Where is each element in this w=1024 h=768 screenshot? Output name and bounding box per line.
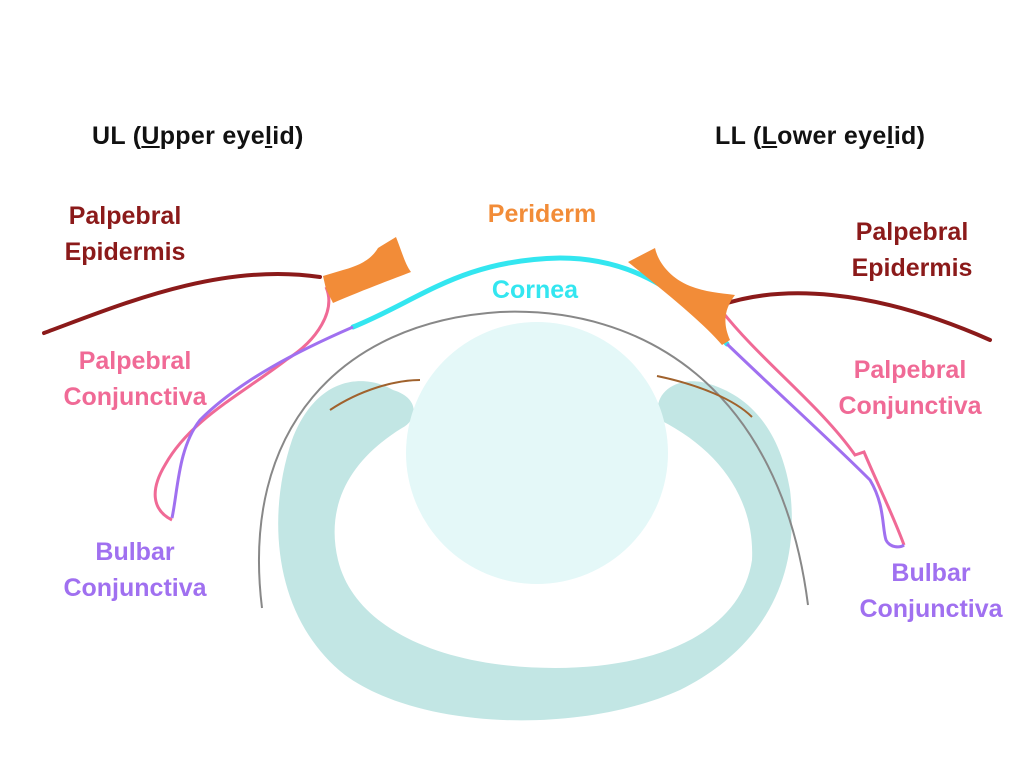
lower-bulbar-conjunctiva-line <box>725 342 905 549</box>
upper-palpebral-conjunctiva-label: Palpebral Conjunctiva <box>63 347 207 411</box>
upper-eyelid-heading: UL (Upper eyelid) <box>92 122 304 150</box>
lower-eyelid-heading: LL (Lower eyelid) <box>715 122 926 150</box>
upper-periderm-shape <box>323 237 411 303</box>
optic-cup <box>278 381 792 721</box>
lens <box>406 322 668 584</box>
iris-rim-right <box>656 375 753 418</box>
lower-periderm-shape <box>628 248 735 345</box>
lower-epidermis-label: Palpebral Epidermis <box>851 218 973 282</box>
upper-epidermis-line <box>42 271 322 335</box>
lower-palpebral-conjunctiva-line <box>719 309 906 546</box>
lower-palpebral-conjunctiva-label: Palpebral Conjunctiva <box>838 356 982 420</box>
periderm-label: Periderm <box>487 200 597 228</box>
upper-bulbar-conjunctiva-label: Bulbar Conjunctiva <box>63 538 207 602</box>
upper-palpebral-conjunctiva-line <box>153 286 331 522</box>
cornea-label: Cornea <box>491 276 579 304</box>
upper-bulbar-conjunctiva-line <box>170 325 354 519</box>
iris-rim-left <box>329 379 421 411</box>
lower-epidermis-line <box>719 291 992 342</box>
lower-bulbar-conjunctiva-label: Bulbar Conjunctiva <box>859 559 1003 623</box>
upper-epidermis-label: Palpebral Epidermis <box>64 202 186 266</box>
eye-outline <box>257 310 809 609</box>
